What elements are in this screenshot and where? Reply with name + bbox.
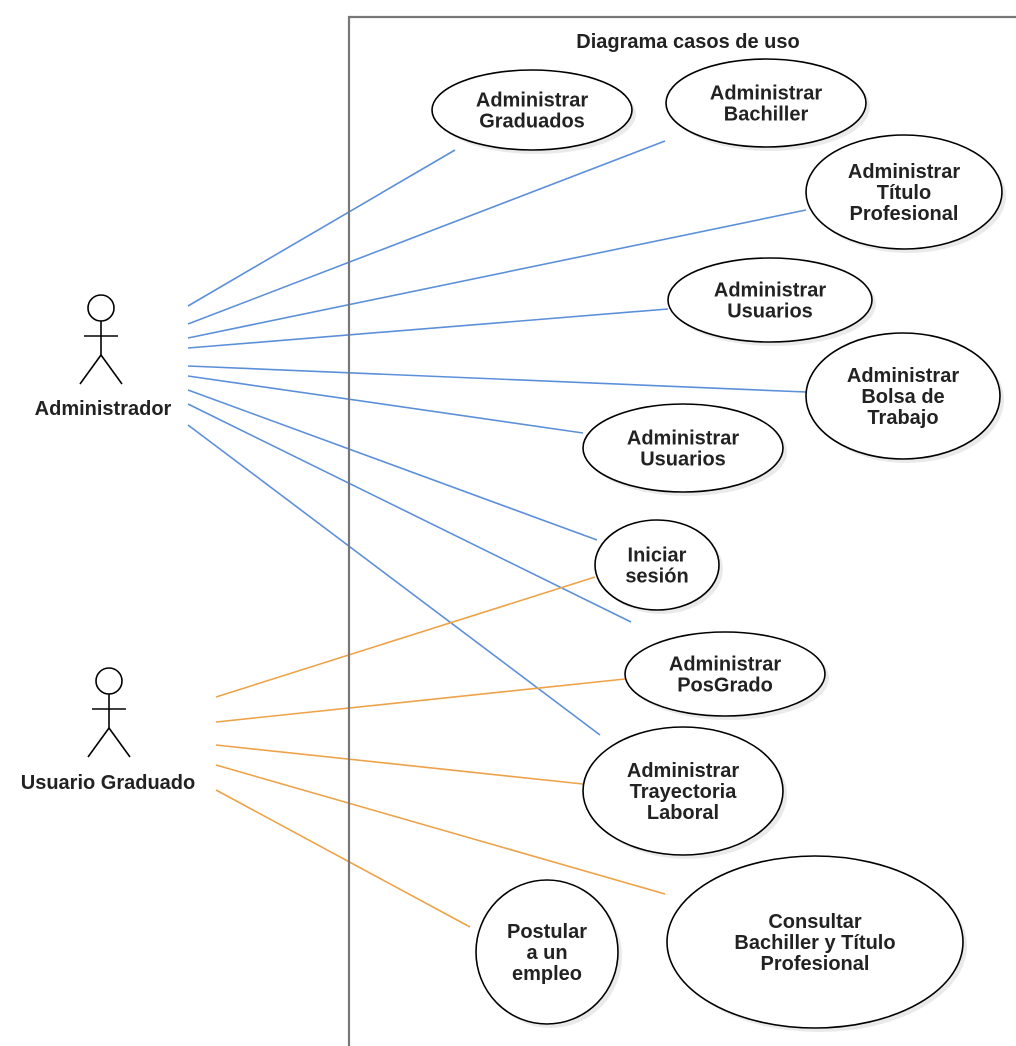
association-admin-uc5 xyxy=(187,365,807,393)
system-title: Diagrama casos de uso xyxy=(576,31,799,53)
use-case-label-line: Administrar xyxy=(710,83,822,105)
use-case-label-line: Bachiller y Título xyxy=(734,932,895,954)
association-graduado-uc11 xyxy=(215,789,471,928)
use-case-label-line: Usuarios xyxy=(727,301,813,323)
use-case-ellipse xyxy=(582,403,784,493)
association-admin-uc1 xyxy=(187,149,456,307)
use-case-label-line: Bolsa de xyxy=(861,386,944,408)
use-case-label-line: sesión xyxy=(625,566,688,588)
actor-administrador: Administrador xyxy=(35,294,172,420)
use-case-label-line: Administrar xyxy=(848,161,960,183)
association-graduado-uc8 xyxy=(215,678,626,723)
use-case-label-line: Laboral xyxy=(647,802,719,824)
association-admin-uc4 xyxy=(187,308,669,349)
use-case-label-line: Administrar xyxy=(627,428,739,450)
stick-figure-icon xyxy=(87,667,131,758)
use-case-label-line: Postular xyxy=(507,921,587,943)
use-case-label-line: a un xyxy=(526,942,567,964)
association-admin-uc3 xyxy=(187,209,807,339)
use-case-label-line: Consultar xyxy=(768,911,862,933)
use-case-ellipse xyxy=(624,631,826,717)
system-boundary xyxy=(347,15,1016,1046)
use-case-label-line: PosGrado xyxy=(677,675,773,697)
use-case-label-line: Trayectoria xyxy=(630,781,738,803)
association-admin-uc2 xyxy=(187,140,666,325)
use-case-label-line: Usuarios xyxy=(640,449,726,471)
association-graduado-uc7 xyxy=(215,576,596,698)
use-case-label-line: Profesional xyxy=(761,953,870,975)
association-lines xyxy=(187,140,807,928)
use-case-label-line: Administrar xyxy=(476,90,588,112)
use-case-label-line: empleo xyxy=(512,963,582,985)
use-case-label-line: Iniciar xyxy=(628,545,687,567)
use-case-label-line: Bachiller xyxy=(724,104,809,126)
association-admin-uc8 xyxy=(187,403,632,623)
use-case-label-line: Graduados xyxy=(479,111,585,133)
association-graduado-uc9 xyxy=(215,744,584,785)
association-admin-uc7 xyxy=(187,389,598,541)
use-case-label-line: Título xyxy=(877,182,931,204)
use-case-ellipse xyxy=(805,134,1003,250)
use-case-ellipse xyxy=(666,855,964,1029)
association-graduado-uc10 xyxy=(215,764,666,895)
use-case-label-line: Administrar xyxy=(627,760,739,782)
stick-figure-icon xyxy=(79,294,123,385)
use-case-label-line: Profesional xyxy=(850,203,959,225)
actor-label: Usuario Graduado xyxy=(21,772,195,794)
use-case-ellipse xyxy=(665,58,867,148)
association-admin-uc9 xyxy=(187,424,601,736)
use-case-ellipse xyxy=(667,257,873,343)
use-case-label-line: Administrar xyxy=(714,280,826,302)
use-case-ellipse xyxy=(582,726,784,856)
use-case-label-line: Administrar xyxy=(669,654,781,676)
actor-label: Administrador xyxy=(35,398,172,420)
use-case-ellipse xyxy=(594,519,720,611)
use-case-ellipse xyxy=(475,879,619,1025)
use-case-ellipse xyxy=(805,332,1001,460)
association-admin-uc6 xyxy=(187,375,584,434)
use-cases: AdministrarGraduadosAdministrarBachiller… xyxy=(431,58,1006,1032)
use-case-ellipse xyxy=(431,69,633,151)
actor-usuario-graduado: Usuario Graduado xyxy=(21,667,195,794)
use-case-label-line: Administrar xyxy=(847,365,959,387)
use-case-label-line: Trabajo xyxy=(867,407,938,429)
